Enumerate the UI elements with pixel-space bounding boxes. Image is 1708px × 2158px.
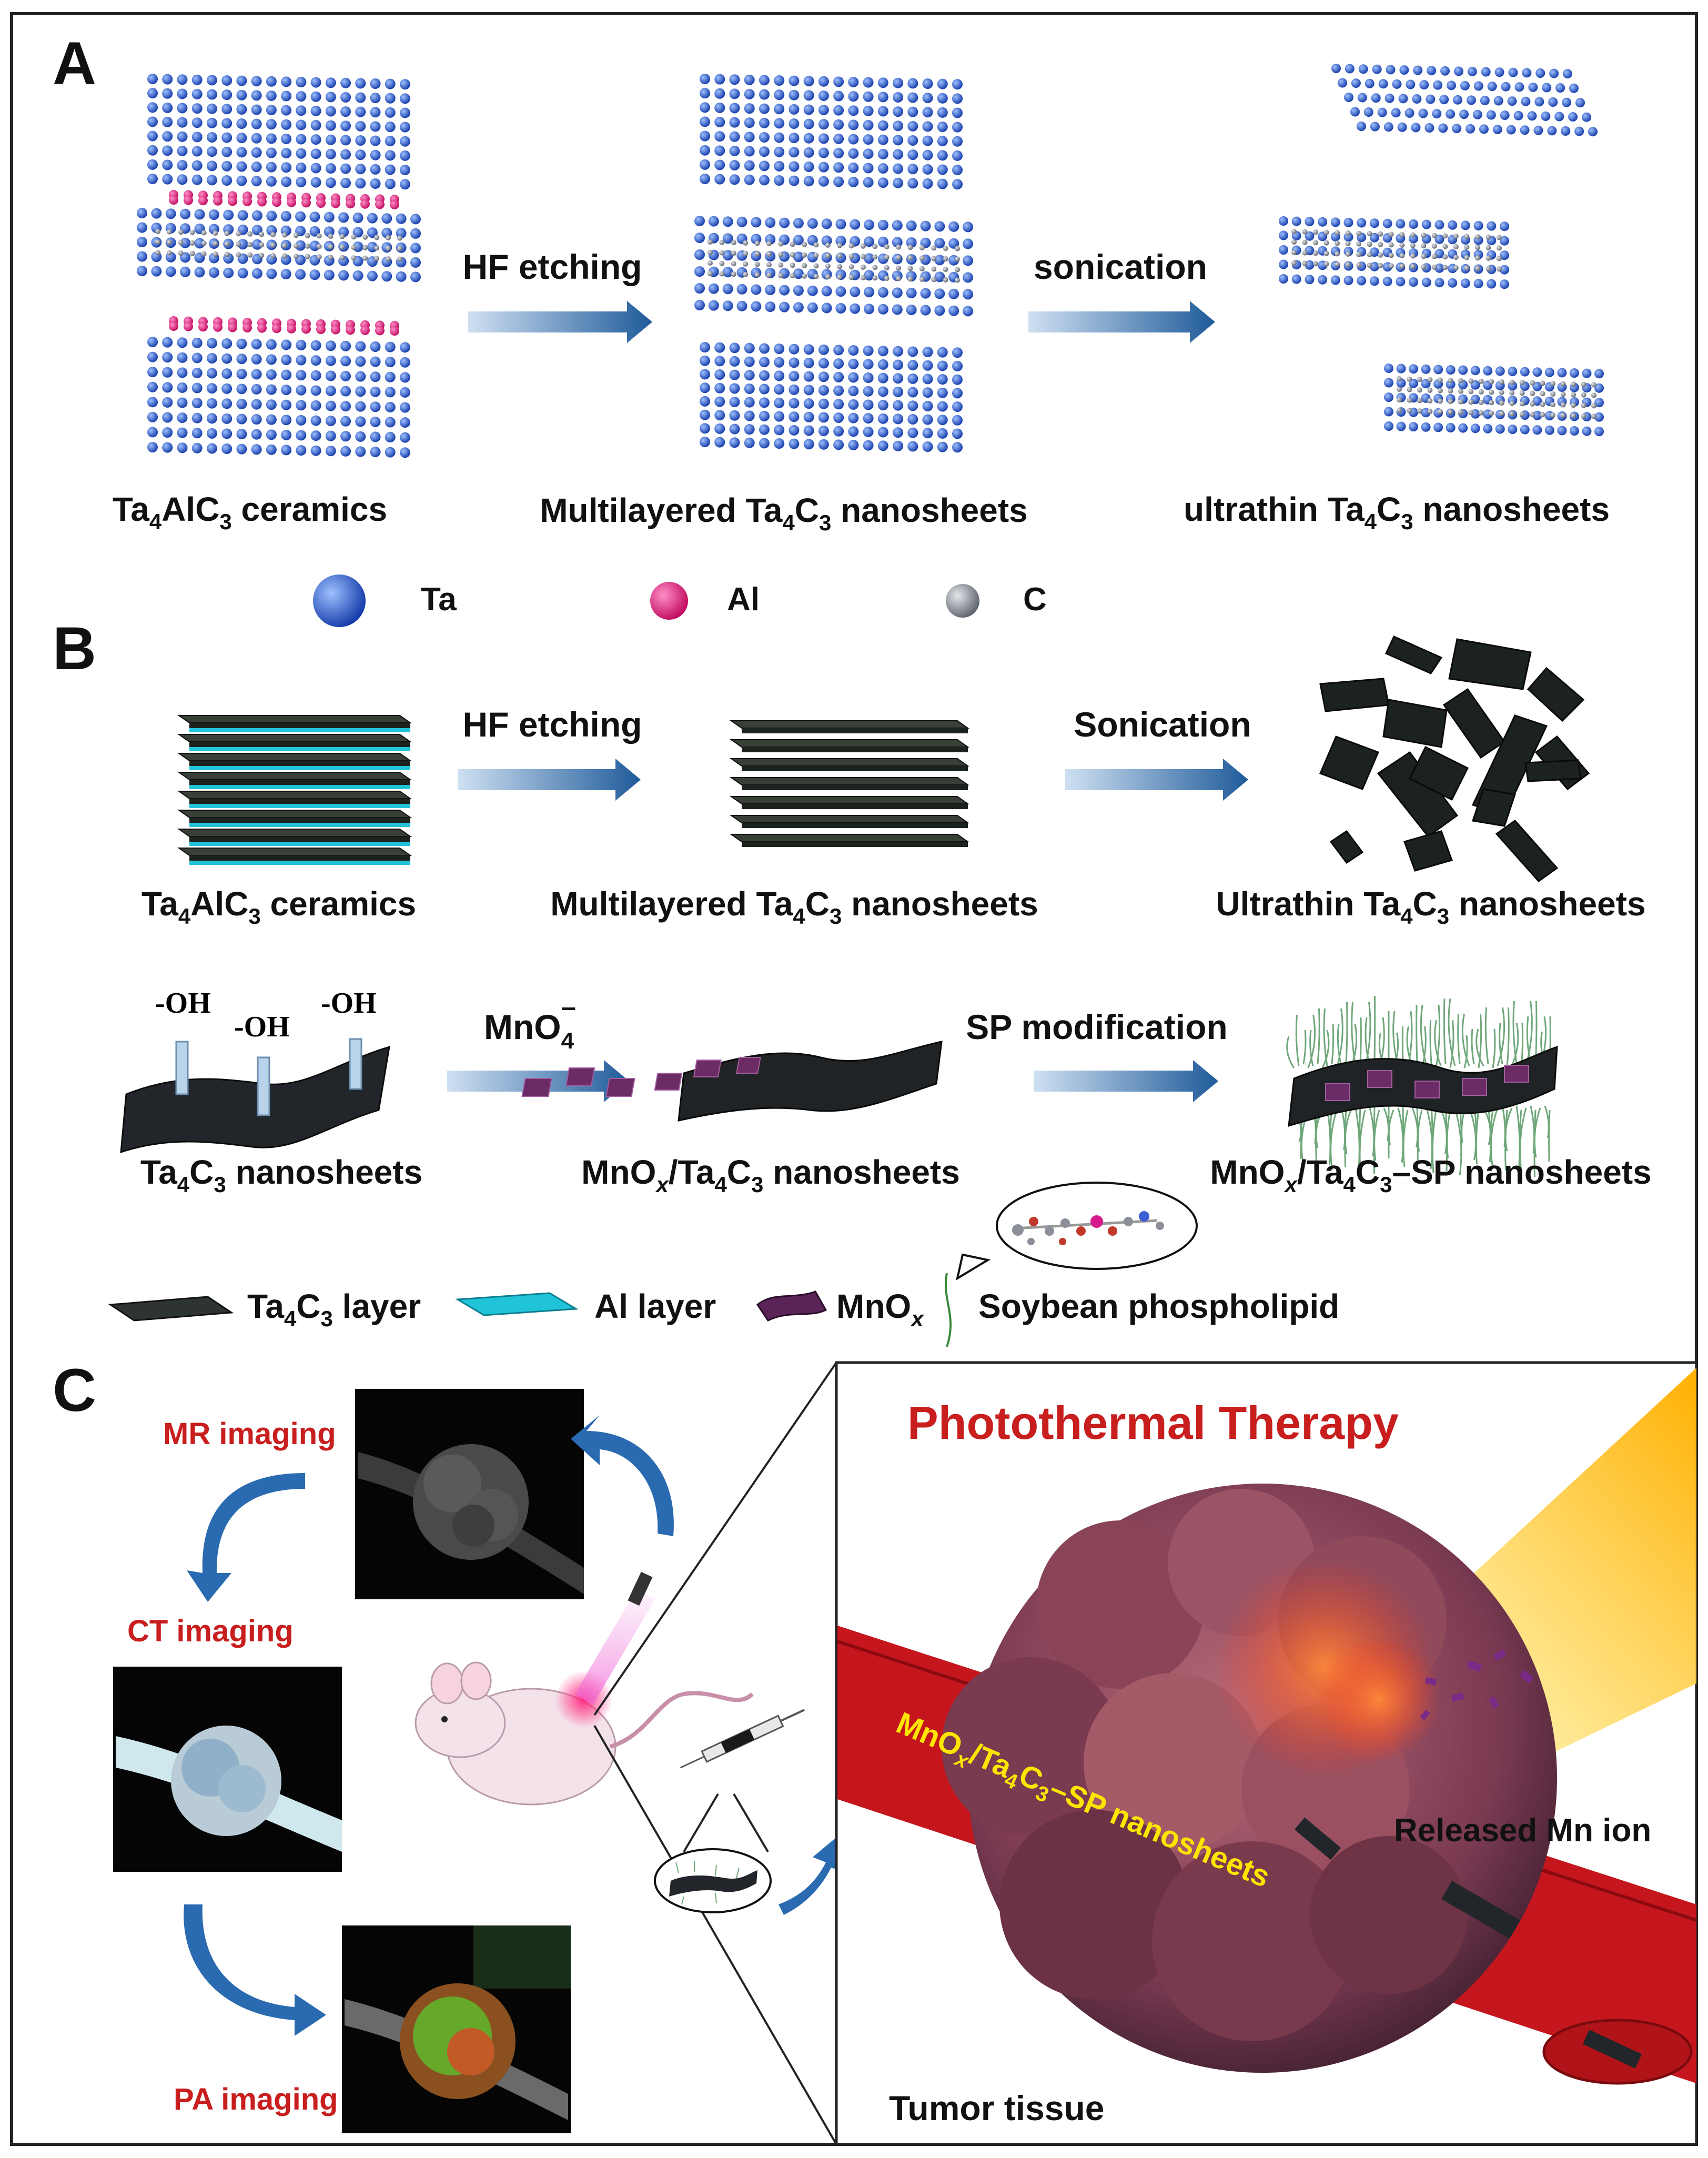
arrow-hf-etching-a: HF etching	[463, 247, 652, 343]
syringe-icon	[680, 1709, 805, 1769]
arrow-label-hf-etching-b: HF etching	[463, 705, 642, 744]
panel-b: B	[53, 615, 1652, 1347]
zoom-lines	[593, 1362, 837, 2145]
legend-al: Al	[727, 581, 760, 618]
hydroxyl-1: -OH	[155, 987, 211, 1020]
arrow-label-sp-modification: SP modification	[966, 1007, 1228, 1046]
caption-b6: MnOx/Ta4C3–SP nanosheets	[1210, 1153, 1651, 1197]
ultrathin-crystal	[1279, 64, 1604, 437]
ta4alc3-stack-icon	[177, 715, 412, 865]
ta4alc3-crystal	[137, 74, 421, 458]
arrow-label-sonication-b: Sonication	[1074, 705, 1251, 744]
photothermal-therapy-title: Photothermal Therapy	[907, 1397, 1399, 1449]
photothermal-box: Photothermal Therapy Released Mn ion Tum…	[835, 1361, 1698, 2146]
hydroxyl-3: -OH	[321, 987, 377, 1020]
legend-mnox: MnOx	[836, 1287, 924, 1331]
arrow-sonication-b: Sonication	[1065, 705, 1251, 801]
caption-b4: Ta4C3 nanosheets	[140, 1153, 422, 1197]
vessel-nanosheets	[1294, 1817, 1642, 2069]
arrow-sp-modification: SP modification	[966, 1007, 1228, 1102]
mr-image	[355, 1389, 584, 1599]
material-legend: Ta4C3 layer Al layer MnOx Soybean phosph…	[108, 1287, 1339, 1331]
released-mn-flakes	[1420, 1649, 1534, 1721]
arrow-hf-etching-b: HF etching	[458, 705, 642, 801]
legend-soybean-phospholipid: Soybean phospholipid	[978, 1287, 1339, 1325]
cycle-arrows	[184, 1415, 847, 2036]
caption-b2: Multilayered Ta4C3 nanosheets	[550, 885, 1038, 929]
panel-a: A HF etching sonication Ta4AlC3 ceramics…	[53, 30, 1610, 627]
legend-ta4c3-layer: Ta4C3 layer	[247, 1287, 421, 1331]
tumor-mass	[942, 1484, 1557, 2073]
c-ball-icon	[946, 584, 979, 618]
caption-b1: Ta4AlC3 ceramics	[142, 885, 416, 929]
panel-c-letter: C	[53, 1357, 96, 1424]
atom-legend: Ta Al C	[313, 574, 1047, 627]
arrow-label-mno4: MnO4–	[484, 992, 576, 1054]
caption-b5: MnOx/Ta4C3 nanosheets	[581, 1153, 960, 1197]
panel-a-letter: A	[53, 30, 96, 97]
mnox-icon	[756, 1290, 827, 1322]
caption-b3: Ultrathin Ta4C3 nanosheets	[1216, 885, 1645, 929]
mnox-sp-sheet-icon	[1286, 995, 1558, 1177]
legend-ta: Ta	[421, 581, 457, 618]
scattered-nanosheets-icon	[1319, 636, 1590, 883]
released-mn-ion-label: Released Mn ion	[1394, 1812, 1651, 1849]
hydroxyl-2: -OH	[234, 1011, 290, 1043]
ct-image	[113, 1667, 342, 1872]
caption-a3: ultrathin Ta4C3 nanosheets	[1184, 490, 1610, 534]
mnox-sheet-icon	[521, 1041, 943, 1122]
nanosheet-zoom-ellipse	[654, 1848, 772, 1913]
pa-image	[342, 1925, 571, 2133]
legend-al-layer: Al layer	[594, 1287, 716, 1325]
multilayer-stack-icon	[729, 720, 970, 847]
arrow-sonication-a: sonication	[1028, 247, 1215, 343]
phospholipid-molecule-bubble	[944, 1182, 1198, 1347]
mno4-charge: –	[561, 992, 576, 1022]
multilayered-crystal	[694, 74, 973, 453]
pa-imaging-label: PA imaging	[174, 2082, 338, 2116]
al-ball-icon	[650, 582, 688, 620]
mr-imaging-label: MR imaging	[163, 1417, 336, 1451]
legend-c: C	[1023, 581, 1047, 618]
caption-a2: Multilayered Ta4C3 nanosheets	[540, 491, 1028, 535]
ta4c3-layer-icon	[108, 1296, 234, 1322]
panel-c: C MR imaging CT imaging PA imaging	[53, 1357, 1698, 2146]
ta4c3-sheet-oh-icon: -OH -OH -OH	[120, 987, 390, 1154]
arrow-label-hf-etching-a: HF etching	[463, 247, 642, 286]
mouse-illustration	[415, 1571, 754, 1806]
caption-a1: Ta4AlC3 ceramics	[113, 490, 387, 534]
arrow-label-sonication-a: sonication	[1034, 247, 1207, 286]
panel-b-letter: B	[53, 615, 96, 682]
ta-ball-icon	[313, 574, 366, 627]
tumor-tissue-label: Tumor tissue	[889, 2089, 1105, 2127]
ct-imaging-label: CT imaging	[127, 1614, 294, 1648]
al-layer-icon	[455, 1292, 579, 1316]
